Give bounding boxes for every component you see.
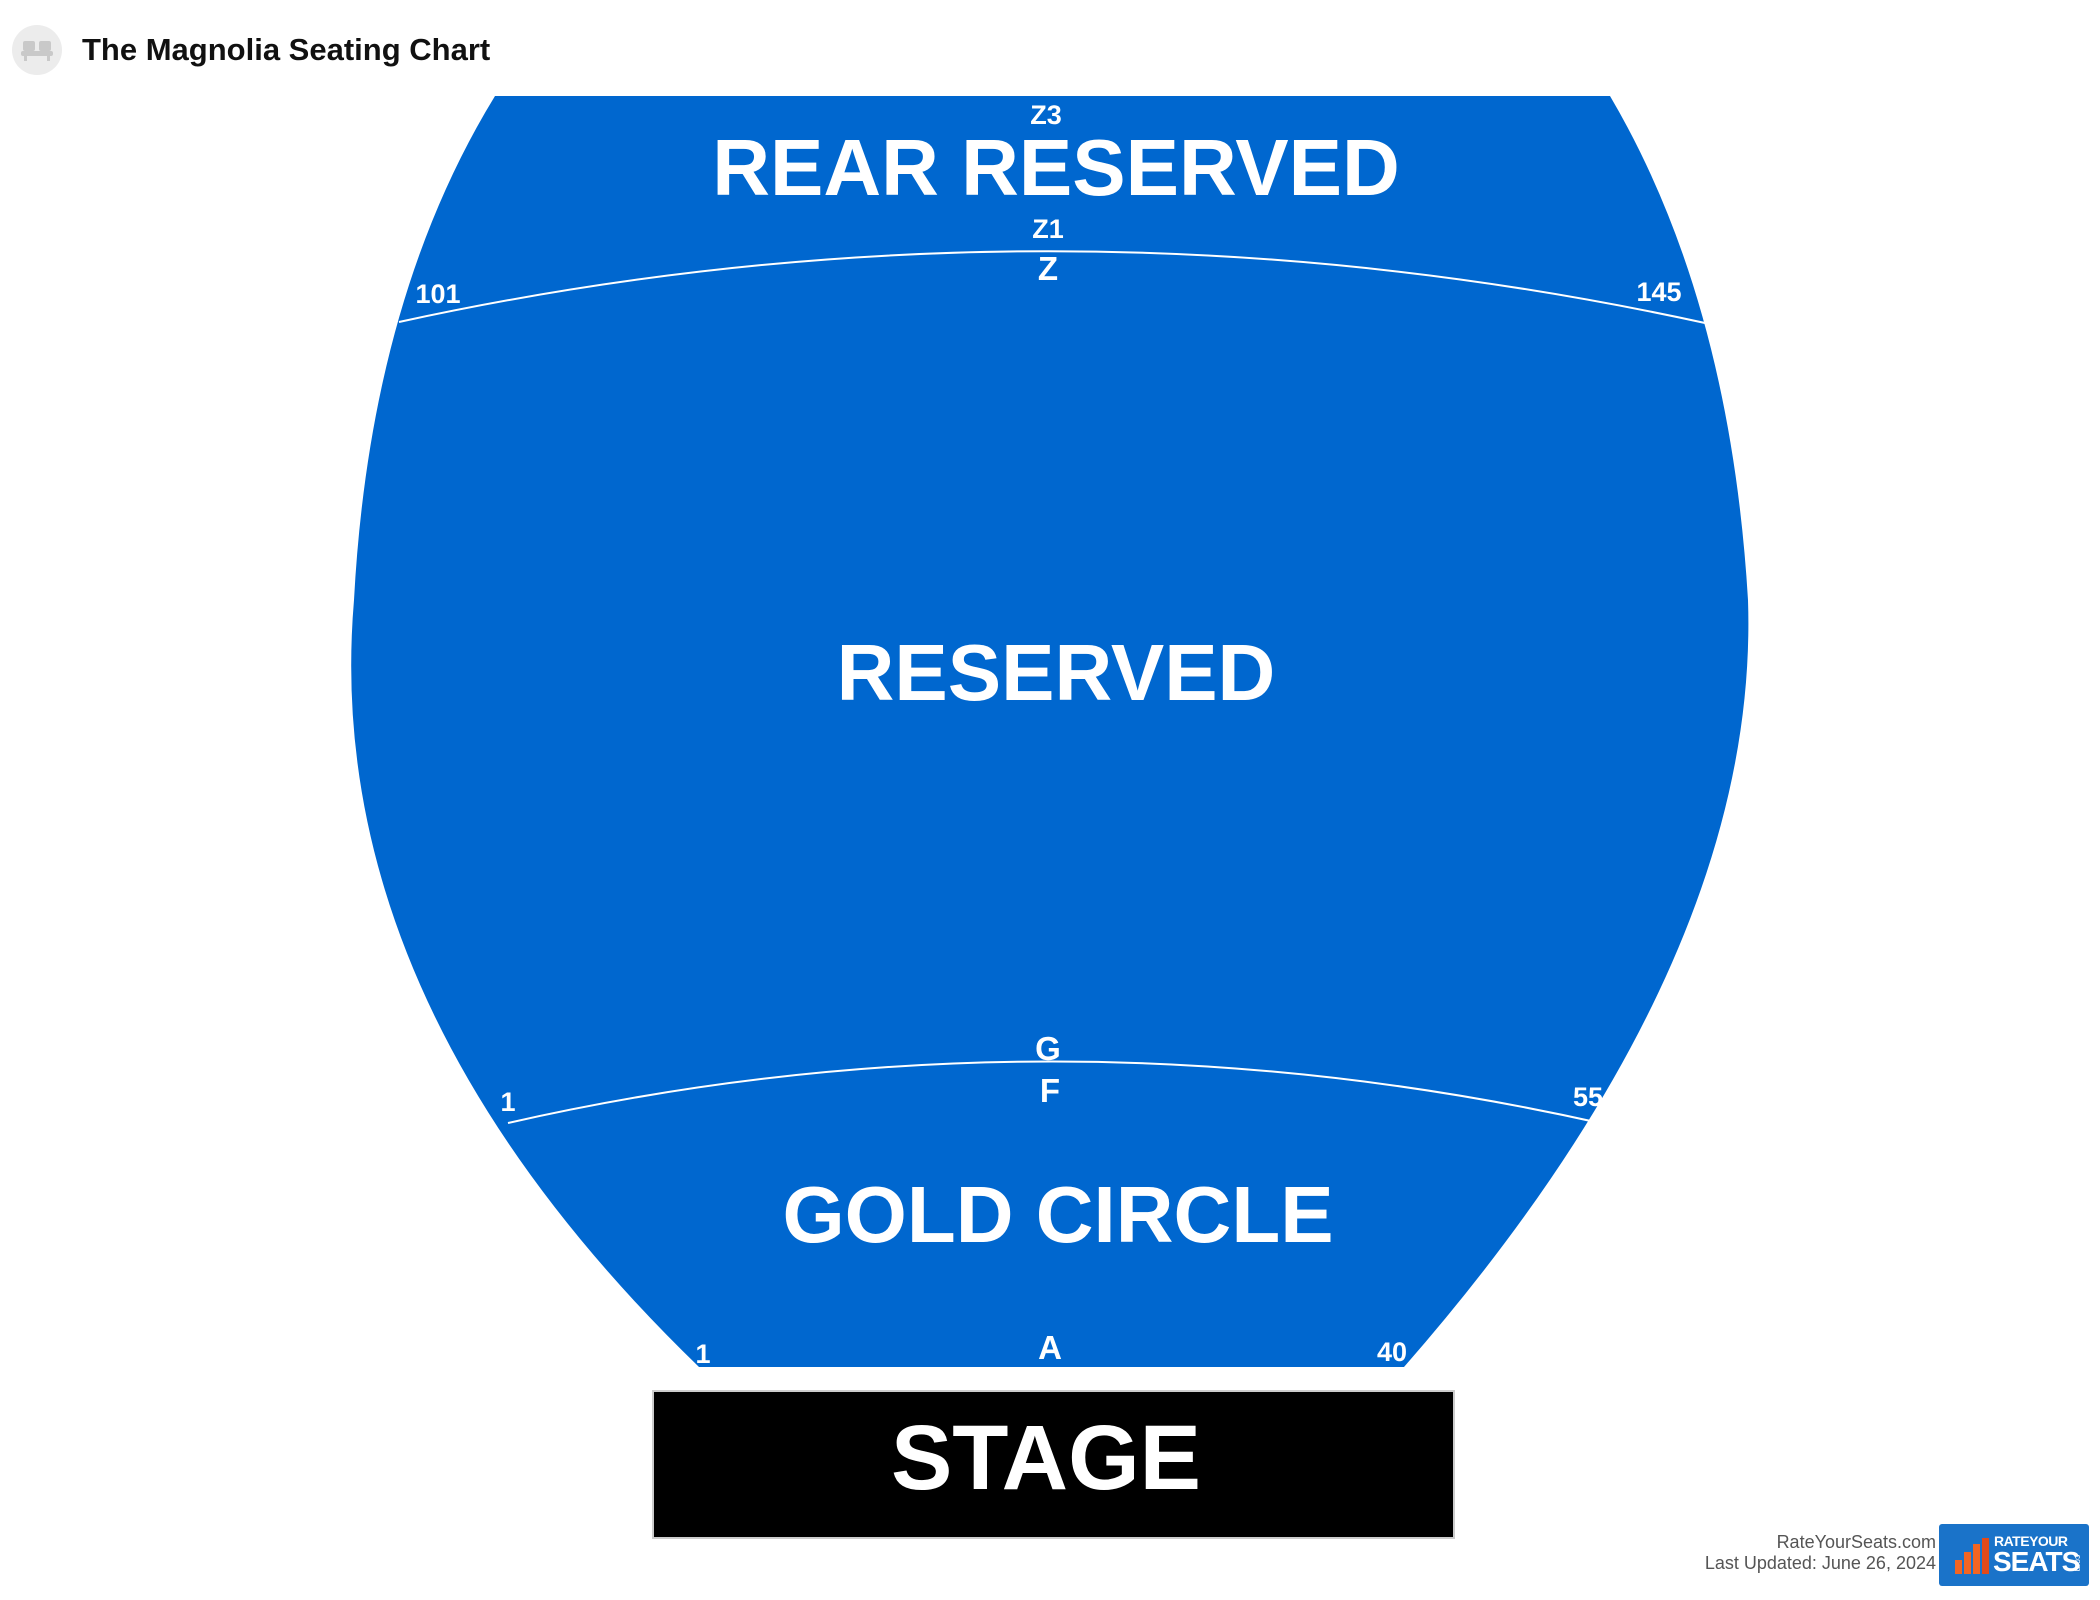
bars-icon bbox=[1955, 1538, 1989, 1574]
footer-site[interactable]: RateYourSeats.com bbox=[1776, 1532, 1936, 1552]
footer-credit: RateYourSeats.com Last Updated: June 26,… bbox=[1705, 1532, 1936, 1574]
row-label-z: Z bbox=[1038, 250, 1058, 287]
footer-updated: Last Updated: June 26, 2024 bbox=[1704, 1553, 1936, 1573]
page-header: The Magnolia Seating Chart bbox=[12, 22, 490, 78]
row-label-g: G bbox=[1035, 1030, 1061, 1067]
row-label-a: A bbox=[1038, 1329, 1062, 1366]
row-label-z3: Z3 bbox=[1030, 100, 1062, 130]
logo-text-main: SEATS bbox=[1993, 1546, 2080, 1577]
stage bbox=[652, 1390, 1455, 1539]
seat-label-145: 145 bbox=[1636, 277, 1681, 307]
stage-label: STAGE bbox=[891, 1407, 1201, 1509]
section-rear-reserved[interactable]: REAR RESERVED bbox=[712, 123, 1400, 212]
seat-icon bbox=[12, 25, 62, 75]
seat-label-1-bottom: 1 bbox=[695, 1339, 710, 1369]
section-reserved[interactable]: RESERVED bbox=[837, 628, 1276, 717]
seat-label-101: 101 bbox=[415, 279, 460, 309]
rateyourseats-logo[interactable]: RATEYOUR SEATS .com bbox=[1939, 1524, 2089, 1586]
venue-floor bbox=[351, 96, 1749, 1367]
logo-text-com: .com bbox=[2073, 1552, 2083, 1572]
seat-label-40: 40 bbox=[1377, 1337, 1407, 1367]
divider-gold-circle bbox=[507, 1060, 1601, 1124]
page-title: The Magnolia Seating Chart bbox=[82, 32, 491, 67]
row-label-f: F bbox=[1040, 1072, 1060, 1109]
row-label-z1: Z1 bbox=[1032, 214, 1064, 244]
seat-label-1-top: 1 bbox=[500, 1087, 515, 1117]
section-gold-circle[interactable]: GOLD CIRCLE bbox=[782, 1170, 1333, 1259]
seat-label-55: 55 bbox=[1573, 1082, 1603, 1112]
divider-rear-reserved bbox=[398, 250, 1706, 324]
logo-text-top: RATEYOUR bbox=[1994, 1533, 2068, 1549]
